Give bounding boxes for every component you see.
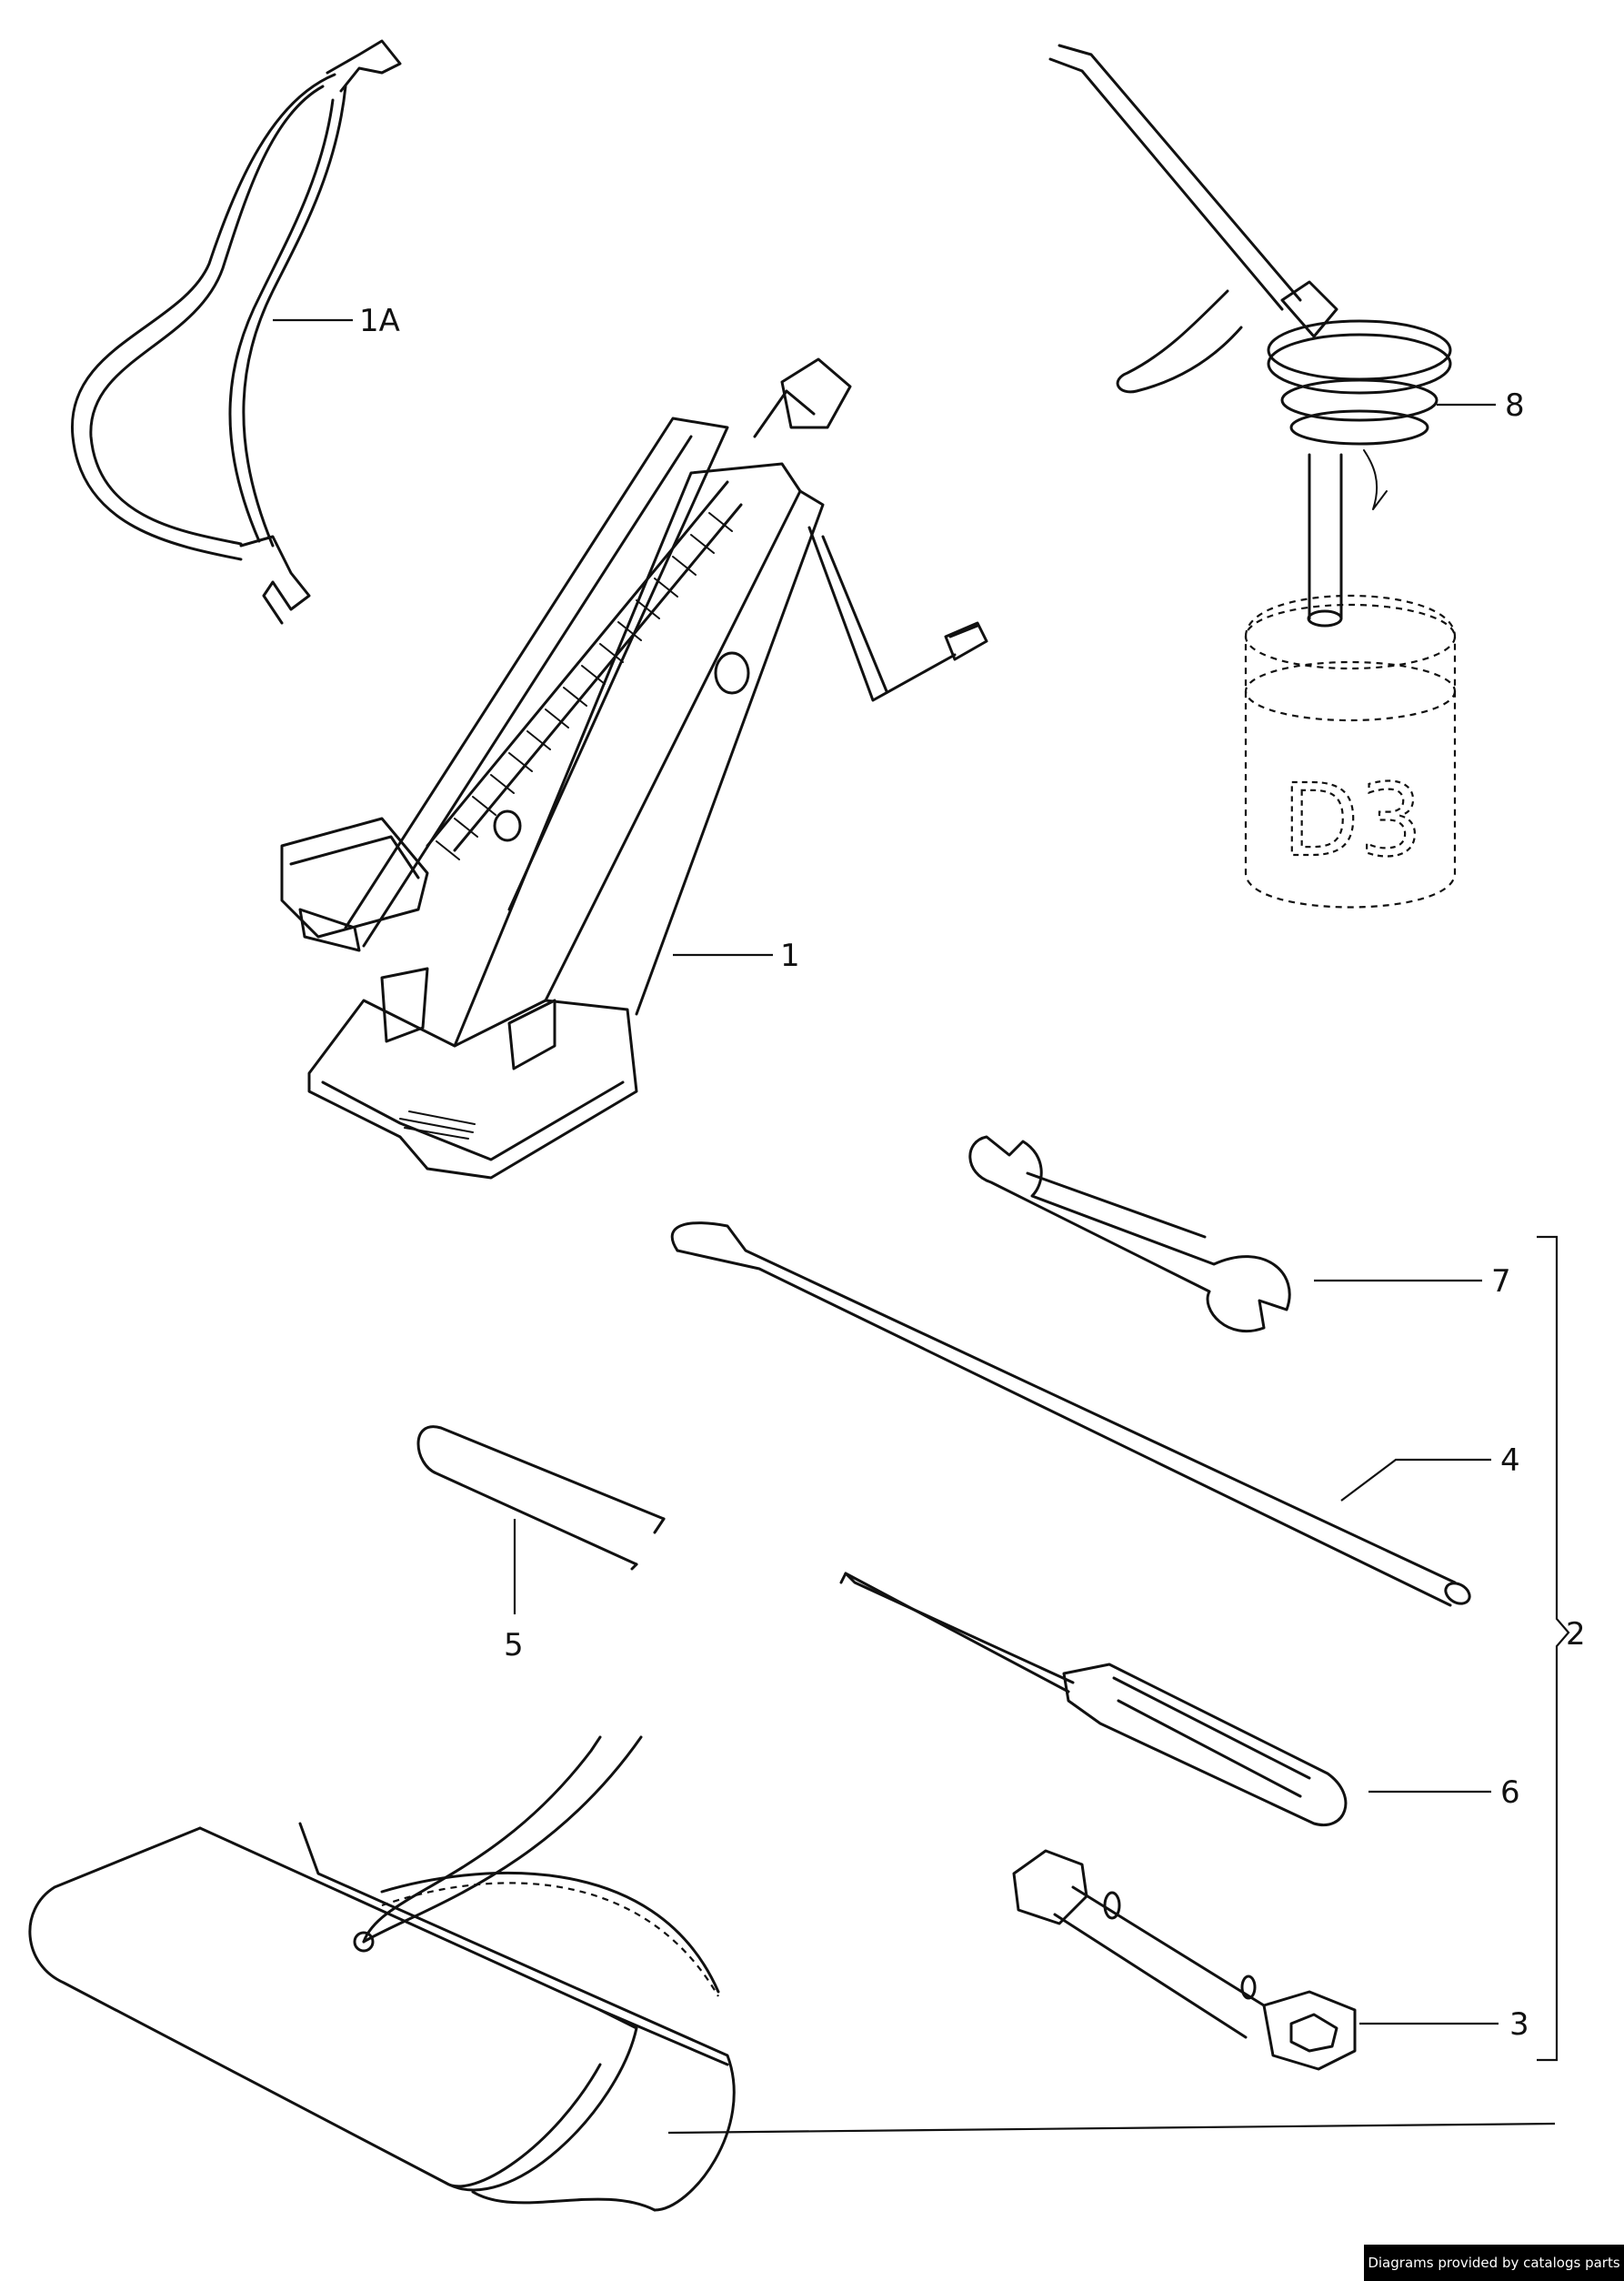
open-end-spanner-callout: 7 [1491,1263,1511,1300]
strap-illustration [71,39,402,625]
tool-roll-illustration [28,1735,736,2212]
oil-can-marking: D3 [1282,762,1423,879]
kit-group-callout: 2 [1566,1616,1586,1653]
tyre-lever-illustration [670,1221,1471,1607]
open-end-spanner-illustration [968,1135,1291,1333]
strap-callout: 1A [359,303,400,339]
oil-can-illustration [1048,44,1457,909]
screwdriver-callout: 6 [1500,1774,1520,1811]
box-spanner-illustration [1012,1849,1357,2071]
credit-badge: Diagrams provided by catalogs parts [1364,2245,1624,2281]
hook-illustration [416,1425,666,1571]
box-spanner-callout: 3 [1509,2006,1529,2043]
jack-callout: 1 [780,938,800,974]
jack-illustration [280,357,988,1180]
kit-group-bracket [667,1235,1570,2135]
oil-can-callout: 8 [1505,387,1525,424]
tyre-lever-callout: 4 [1500,1442,1520,1479]
screwdriver-illustration [839,1572,1348,1826]
tyre-lever-leader-line [1340,1458,1491,1502]
hook-callout: 5 [504,1627,524,1663]
